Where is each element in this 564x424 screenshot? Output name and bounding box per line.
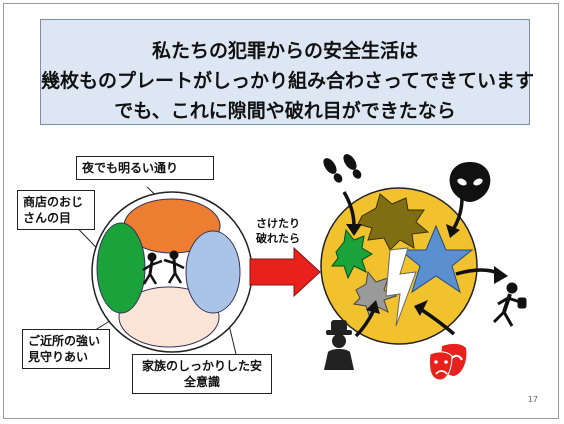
label-night-street: 夜でも明るい通り: [76, 156, 214, 180]
plate-blue: [185, 230, 241, 314]
plate-green: [96, 222, 146, 314]
green-burst: [331, 228, 373, 280]
title-box: 私たちの犯罪からの安全生活は 幾枚ものプレートがしっかり組み合わさってできていま…: [40, 19, 535, 125]
arrow-caption-text: さけたり破れたら: [256, 217, 300, 245]
diagram-canvas: [63, 154, 527, 381]
arrow-caption: さけたり破れたら: [256, 216, 308, 246]
label-night-text: 夜でも明るい通り: [82, 161, 179, 175]
label-neighbor-text: ご近所の強い見守りあい: [28, 334, 101, 364]
fighting-people-icon: [142, 250, 185, 285]
olive-burst: [357, 193, 430, 251]
label-neighbors: ご近所の強い見守りあい: [22, 329, 110, 369]
label-family-text: 家族のしっかりした安全意識: [141, 359, 262, 389]
gray-burst: [352, 270, 398, 320]
threat-arrows: [342, 191, 501, 338]
lightning-crack-icon: [385, 247, 417, 327]
alien-head-icon: [449, 162, 491, 202]
theater-masks-icon: [429, 343, 467, 381]
footprints-icon: [323, 154, 362, 183]
label-shop-owner: 商店のおじさんの目: [17, 190, 95, 230]
slide: 私たちの犯罪からの安全生活は 幾枚ものプレートがしっかり組み合わさってできていま…: [3, 3, 559, 419]
arrow-masks: [421, 308, 456, 336]
title-line-1: 私たちの犯罪からの安全生活は: [151, 40, 418, 62]
arrow-thief: [455, 268, 501, 276]
big-red-arrow: [249, 246, 321, 298]
blue-star: [398, 224, 474, 294]
arrow-footprints: [342, 191, 356, 227]
running-thief-icon: [492, 282, 527, 327]
page-number: 17: [527, 395, 538, 404]
arrow-spy: [354, 309, 376, 338]
title-line-3: でも、これに隙間や破れ目ができたなら: [114, 100, 456, 122]
safety-plates-circle: [91, 191, 253, 353]
label-family: 家族のしっかりした安全意識: [132, 354, 272, 394]
title-line-2: 幾枚ものプレートがしっかり組み合わさってできています: [41, 70, 535, 92]
spy-icon: [324, 320, 354, 370]
arrow-alien: [452, 197, 464, 229]
label-shop-text: 商店のおじさんの目: [23, 195, 84, 225]
arrow-heads: [346, 224, 508, 316]
